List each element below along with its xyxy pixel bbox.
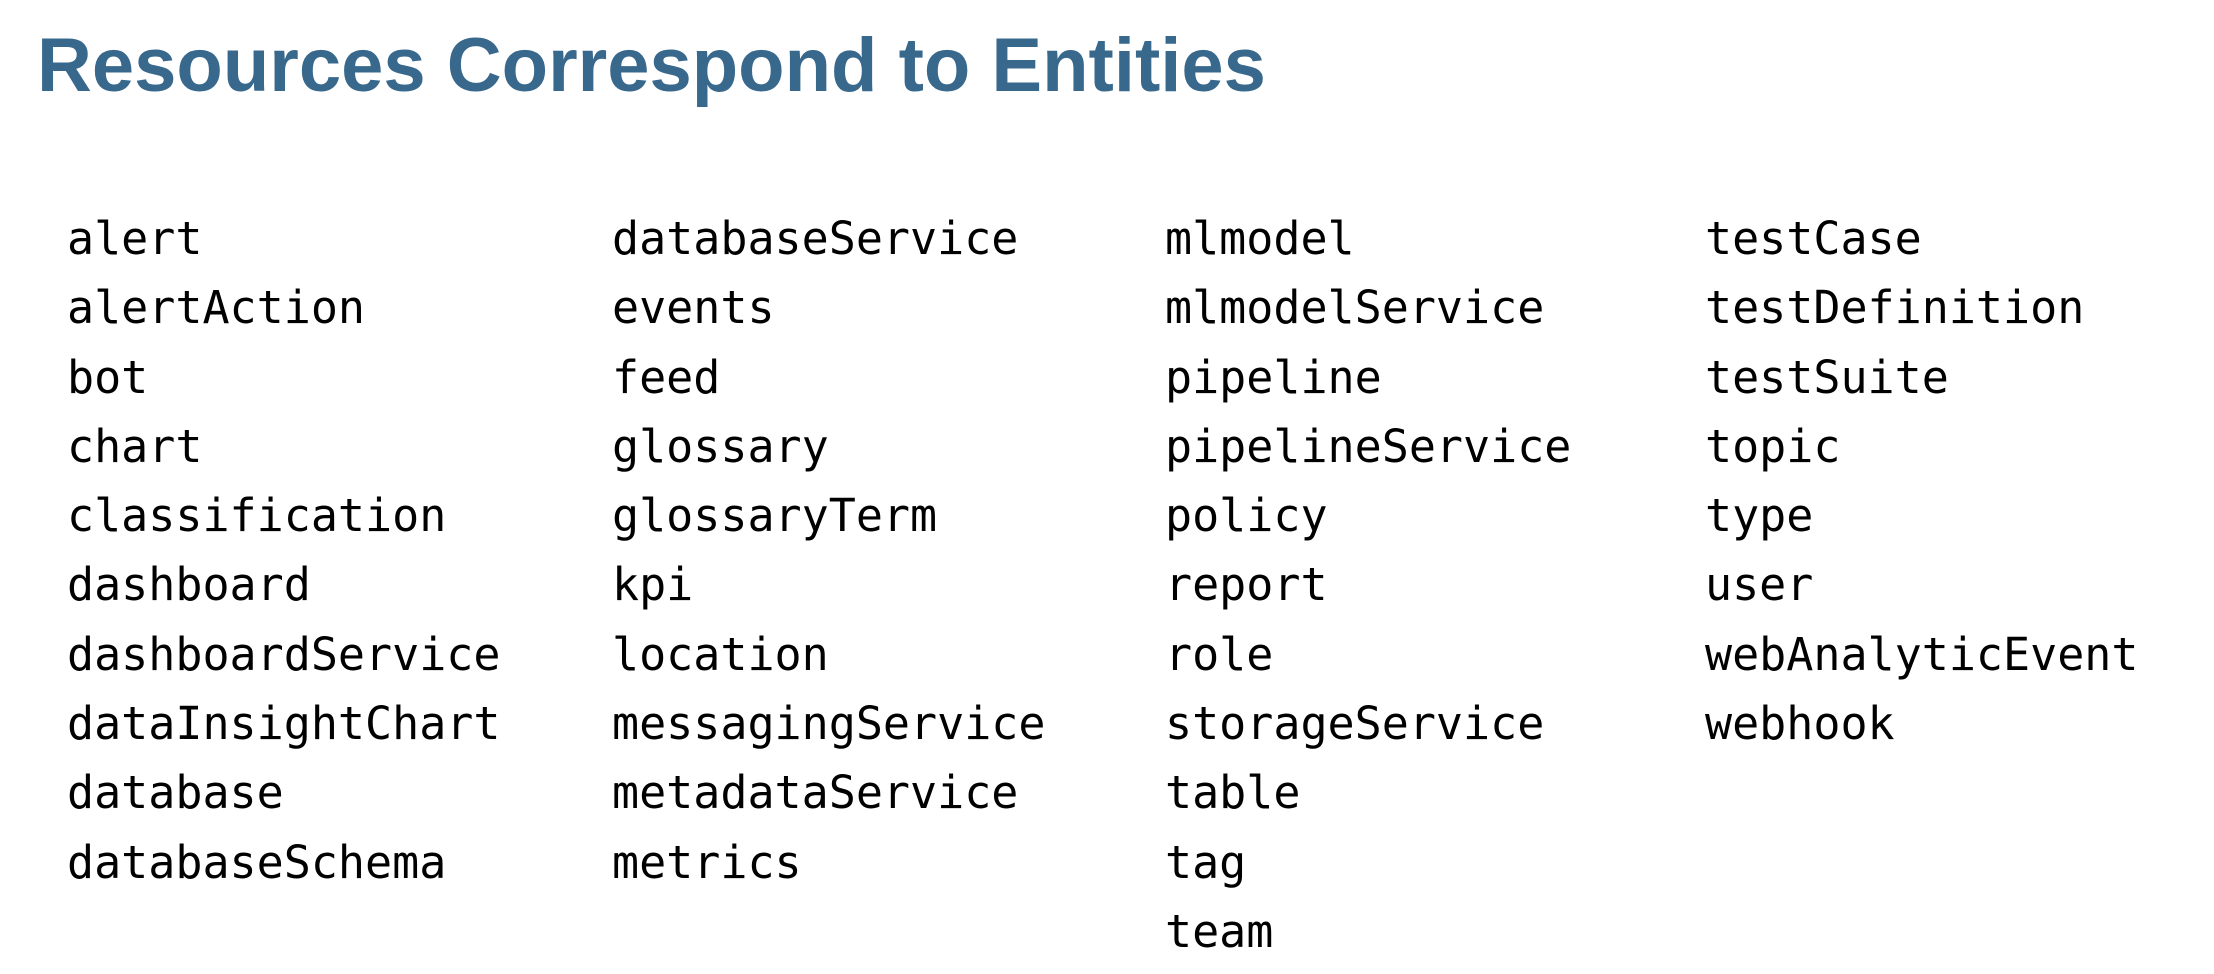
page-title: Resources Correspond to Entities <box>37 23 1266 108</box>
resource-item: dashboardService <box>67 627 501 681</box>
resource-item: glossary <box>612 419 829 473</box>
resource-item: role <box>1165 627 1274 681</box>
resource-item: webhook <box>1705 697 1895 751</box>
resources-list: alert alertAction bot chart classification da… <box>67 204 2138 966</box>
resource-item: feed <box>612 350 721 404</box>
resource-item: mlmodelService <box>1165 281 1545 335</box>
resource-item: testSuite <box>1705 350 1949 404</box>
resource-item: team <box>1165 904 1274 958</box>
resource-item: table <box>1165 766 1301 820</box>
resource-item: pipelineService <box>1165 419 1572 473</box>
resource-item: location <box>612 627 829 681</box>
resource-item: user <box>1705 558 1814 612</box>
resource-item: dataInsightChart <box>67 697 501 751</box>
resource-item: pipeline <box>1165 350 1382 404</box>
resource-item: metadataService <box>612 766 1019 820</box>
resource-item: testDefinition <box>1705 281 2085 335</box>
resource-item: report <box>1165 558 1328 612</box>
resource-item: glossaryTerm <box>612 489 938 543</box>
resource-column-4: testCase testDefinition testSuite topic type… <box>1705 204 2138 758</box>
resource-column-3: mlmodel mlmodelService pipeline pipelineSer… <box>1165 204 1705 966</box>
resource-item: database <box>67 766 284 820</box>
resource-item: kpi <box>612 558 694 612</box>
resource-column-1: alert alertAction bot chart classification da… <box>67 204 612 897</box>
resource-item: chart <box>67 419 203 473</box>
resource-item: alertAction <box>67 281 366 335</box>
resource-item: bot <box>67 350 149 404</box>
resource-item: databaseService <box>612 212 1019 265</box>
resource-item: databaseSchema <box>67 835 447 889</box>
resource-item: alert <box>67 212 203 265</box>
resource-item: storageService <box>1165 697 1545 751</box>
resource-item: tag <box>1165 835 1247 889</box>
resource-item: metrics <box>612 835 802 889</box>
resource-item: topic <box>1705 419 1841 473</box>
resource-item: classification <box>67 489 447 543</box>
resource-item: policy <box>1165 489 1328 543</box>
resource-item: dashboard <box>67 558 311 612</box>
resource-column-2: databaseService events feed glossary glossar… <box>612 204 1165 897</box>
resource-item: events <box>612 281 775 335</box>
resource-item: messagingService <box>612 697 1046 751</box>
resource-item: mlmodel <box>1165 212 1355 265</box>
resource-item: testCase <box>1705 212 1922 265</box>
resource-item: webAnalyticEvent <box>1705 627 2139 681</box>
resource-item: type <box>1705 489 1814 543</box>
